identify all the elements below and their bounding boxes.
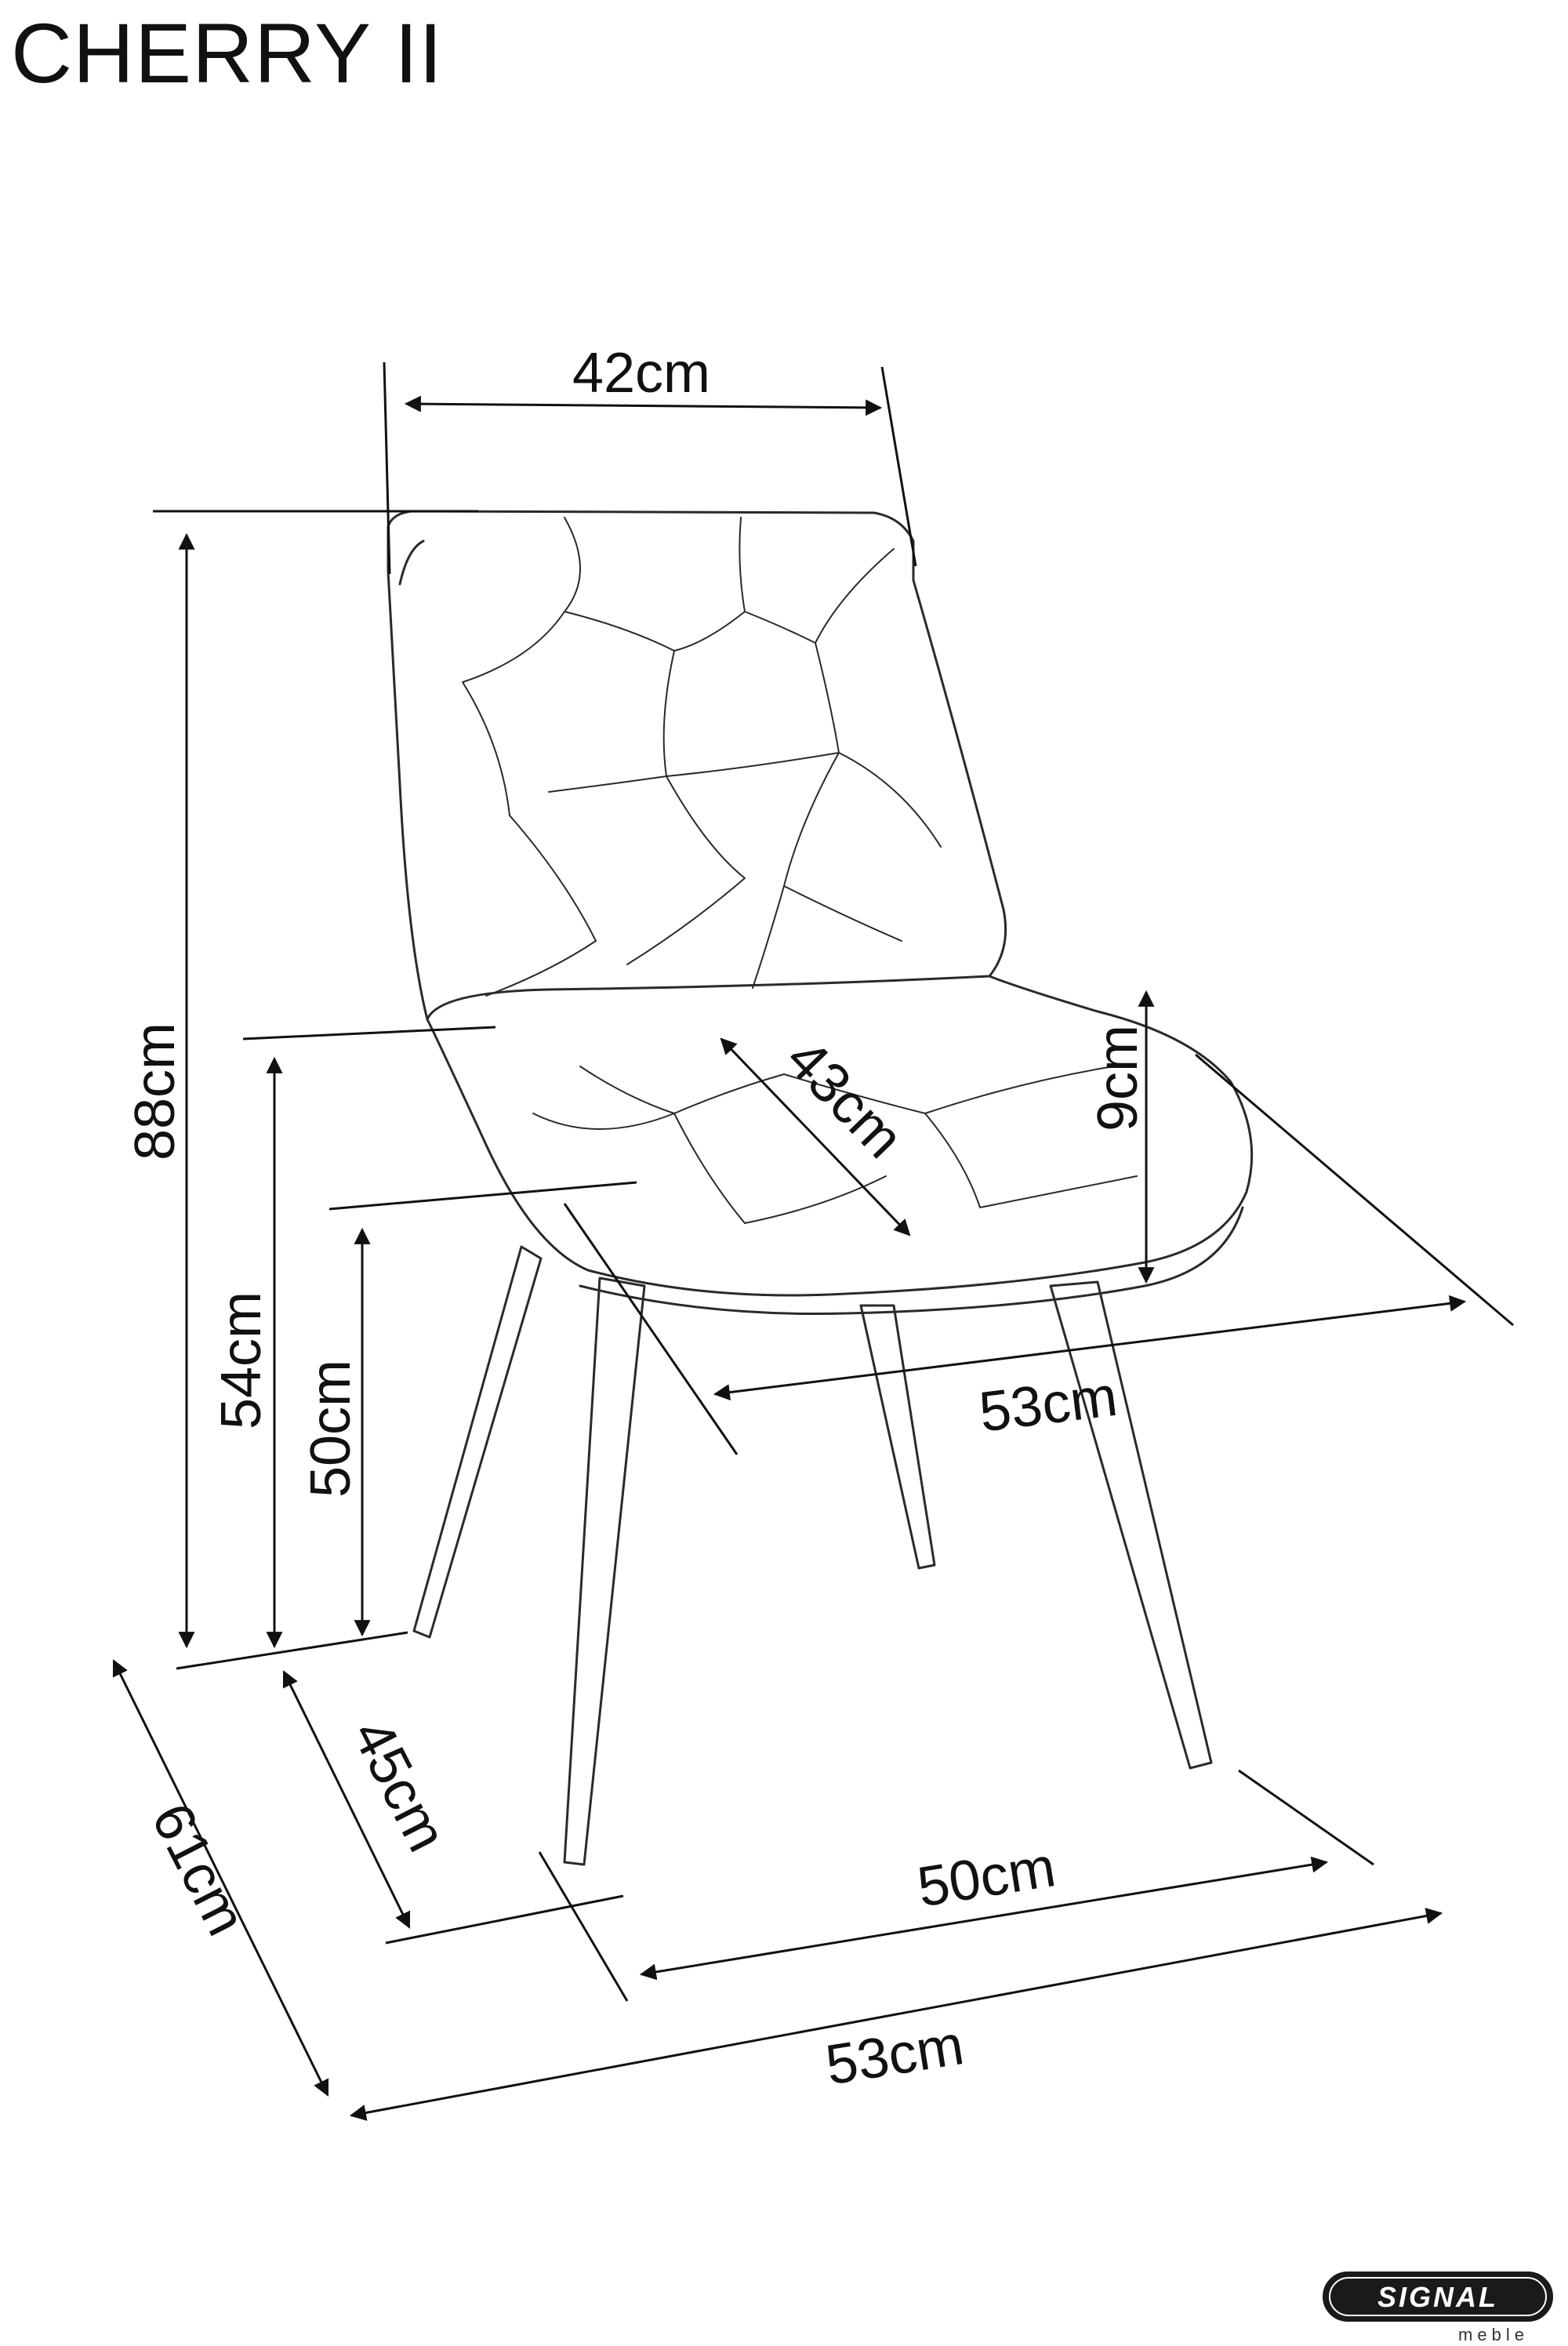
- label-leg-width: 50cm: [913, 1836, 1059, 1919]
- dim-total-depth-line: [112, 1659, 329, 2097]
- label-seat-height: 50cm: [299, 1360, 362, 1498]
- page-title: CHERRY II: [11, 5, 444, 100]
- backrest-tufting: [462, 517, 942, 997]
- chair-illustration: [387, 510, 1254, 1866]
- backrest-outline: [387, 510, 1007, 1021]
- dim-seat-height-ext-top: [328, 1181, 637, 1211]
- dimension-lines: [112, 361, 1514, 2121]
- leg-back-right: [859, 1304, 936, 1570]
- leg-back-left: [412, 1245, 543, 1639]
- label-total-depth: 61cm: [140, 1794, 258, 1945]
- logo-sub: meble: [1458, 2325, 1529, 2344]
- seat-bottom-edge: [579, 1206, 1244, 1316]
- label-backrest-width: 42cm: [572, 342, 710, 405]
- dim-armrest-height-ext-top: [242, 1026, 496, 1040]
- label-total-width: 53cm: [822, 2014, 967, 2097]
- label-seat-thickness: 9cm: [1087, 1025, 1149, 1131]
- label-seat-width: 53cm: [976, 1365, 1120, 1444]
- dim-seat-width-line: [713, 1295, 1467, 1401]
- logo-badge: [1323, 2272, 1553, 2322]
- dim-leg-width-ext-left: [538, 1851, 629, 2002]
- label-total-height: 88cm: [124, 1022, 187, 1160]
- logo-badge-inner: [1329, 2277, 1547, 2316]
- leg-front-left: [563, 1276, 646, 1866]
- label-seat-depth: 43cm: [774, 1027, 915, 1170]
- dim-seat-width-ext-right: [1195, 1053, 1514, 1327]
- label-leg-depth: 45cm: [340, 1710, 459, 1861]
- backrest-inner-edge: [398, 539, 425, 586]
- signal-logo: SIGNAL meble: [1323, 2272, 1553, 2344]
- dim-backrest-width-ext-left: [383, 361, 391, 575]
- dim-backrest-width-ext-right: [880, 366, 917, 567]
- chair-legs: [412, 1245, 1213, 1866]
- seat-outline: [426, 975, 1254, 1297]
- dim-leg-width-ext-right: [1238, 1769, 1374, 1866]
- dimension-labels: 42cm 88cm 54cm 50cm 43cm 9cm 53cm 61cm 4…: [124, 342, 1149, 2097]
- logo-brand: SIGNAL: [1377, 2281, 1498, 2313]
- dim-floor-baseline: [176, 1631, 408, 1670]
- dim-seat-depth-line: [720, 1037, 911, 1237]
- leg-front-right: [1049, 1280, 1213, 1770]
- dim-leg-depth-line: [282, 1670, 411, 1929]
- dim-backrest-width-line: [404, 395, 883, 416]
- label-armrest-height: 54cm: [210, 1291, 273, 1429]
- dim-total-width-line: [349, 1908, 1443, 2121]
- dim-seat-width-ext-left: [563, 1203, 739, 1455]
